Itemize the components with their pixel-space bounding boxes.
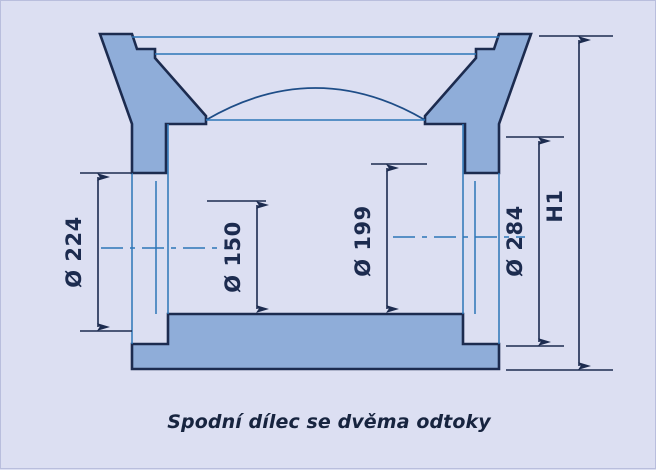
dome-arch <box>205 87 426 121</box>
dimension-d284: Ø 284 <box>503 136 564 347</box>
d284-label: Ø 284 <box>503 205 527 277</box>
dimension-d199: Ø 199 <box>351 163 427 313</box>
dimension-d224: Ø 224 <box>62 172 132 332</box>
d224-label: Ø 224 <box>62 216 86 288</box>
d199-label: Ø 199 <box>351 205 375 277</box>
d150-label: Ø 150 <box>221 221 245 293</box>
h1-label: H1 <box>543 189 567 222</box>
dimension-d150: Ø 150 <box>207 200 269 313</box>
figure-caption: Spodní dílec se dvěma odtoky <box>167 411 491 433</box>
base-slab-section <box>130 312 501 371</box>
dimension-h1: H1 <box>506 35 613 371</box>
left-upper-wall-section <box>98 32 208 175</box>
right-upper-wall-section <box>423 32 533 175</box>
